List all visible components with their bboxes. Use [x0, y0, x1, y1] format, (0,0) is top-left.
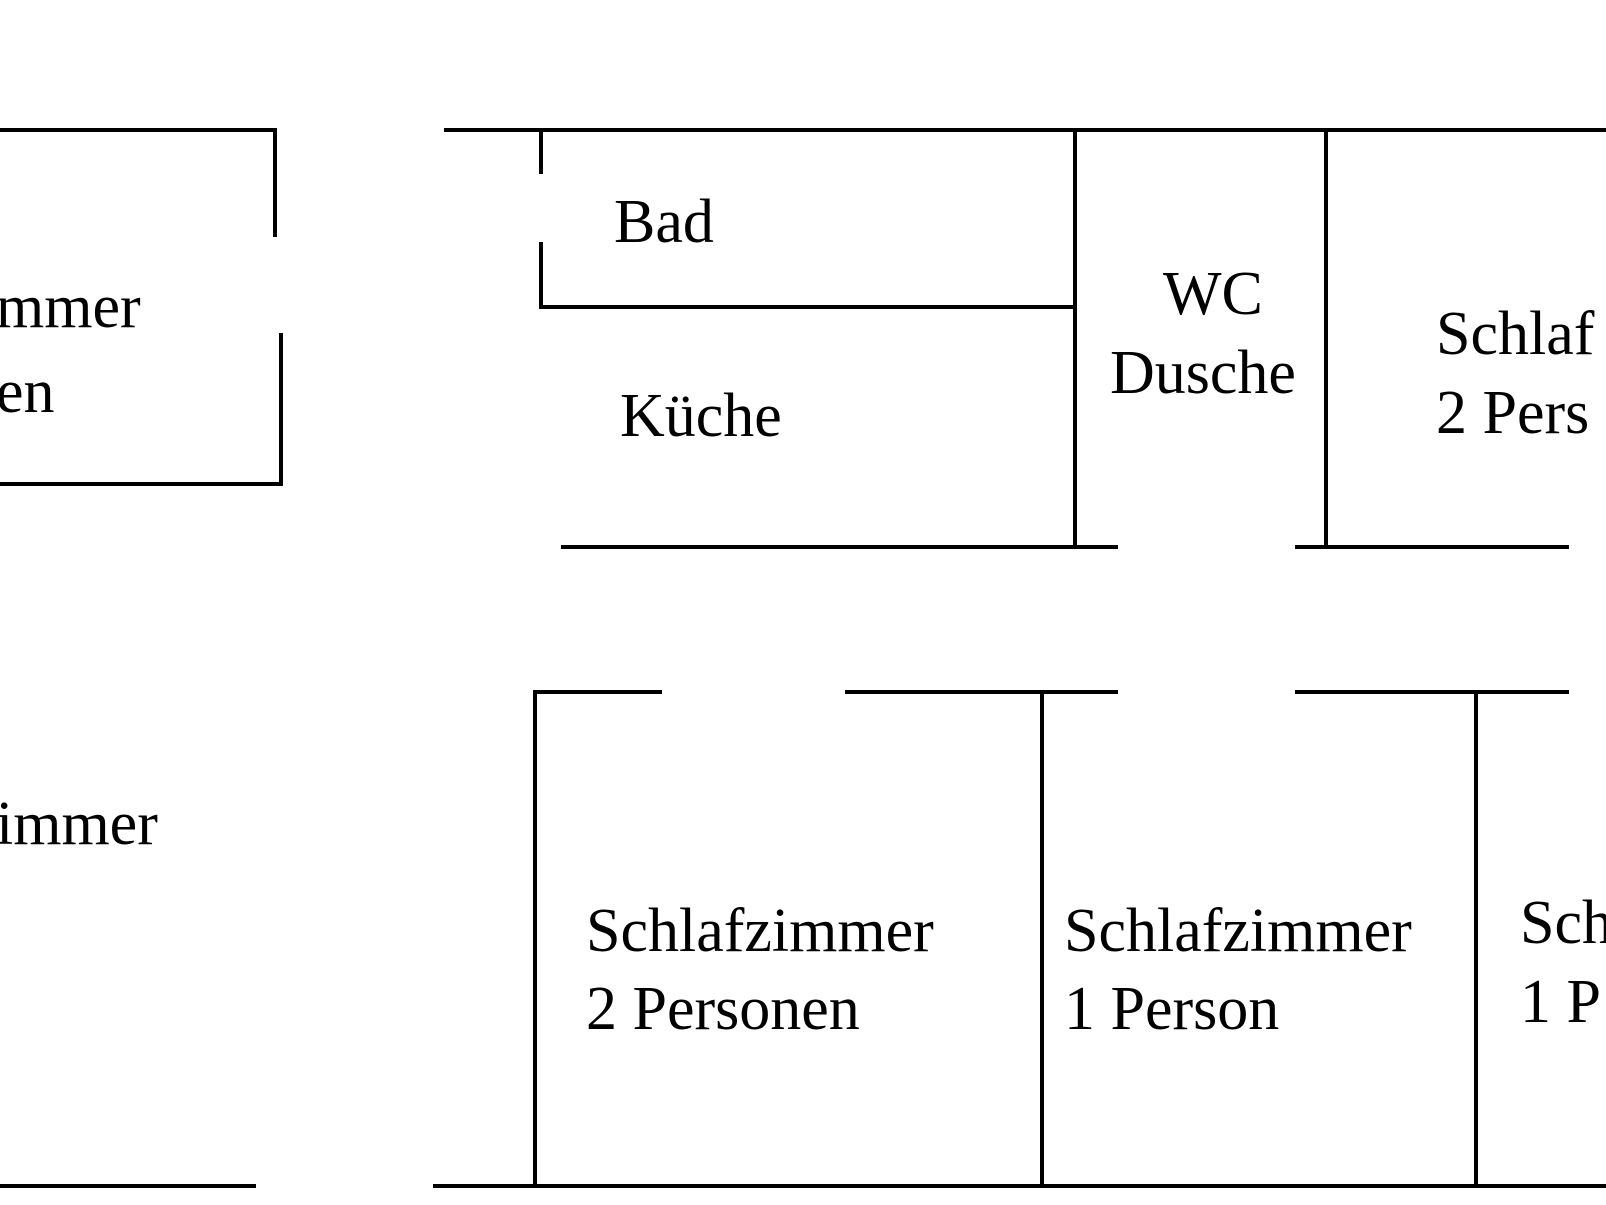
room-schlafzimmer-top-right: Schlaf 2 Pers — [1295, 300, 1595, 549]
room-schlaf-2p-line1: Schlafzimmer — [586, 897, 934, 965]
room-wc-dusche: WC Dusche — [1073, 128, 1328, 549]
room-schlaf-2p-line2: 2 Personen — [586, 975, 860, 1043]
room-left-bottom-line1: immer — [0, 790, 158, 858]
room-schlaf-bottom-right-line2: 1 P — [1520, 968, 1601, 1036]
room-kueche-label: Küche — [620, 382, 782, 450]
room-left-bottom: immer — [0, 790, 256, 1188]
room-schlaf-1p-line2: 1 Person — [1064, 975, 1279, 1043]
room-schlaf-1p-line1: Schlafzimmer — [1064, 897, 1412, 965]
room-schlafzimmer-2-personen: Schlafzimmer 2 Personen — [533, 690, 934, 1188]
room-left-top-line1: mmer — [0, 273, 141, 341]
room-left-top-line2: en — [0, 358, 55, 426]
room-bad-label: Bad — [614, 188, 714, 256]
room-kueche: Küche — [561, 382, 1118, 549]
room-dusche-label: Dusche — [1110, 339, 1296, 407]
room-schlaf-bottom-right-line1: Sch — [1520, 889, 1606, 957]
room-schlafzimmer-bottom-right: Sch 1 P — [1520, 889, 1606, 1036]
room-bad: Bad — [539, 128, 1077, 309]
room-schlaf-top-right-line1: Schlaf — [1436, 300, 1595, 368]
room-left-top: mmer en — [0, 128, 283, 486]
room-schlafzimmer-1-person: Schlafzimmer 1 Person — [1040, 690, 1478, 1188]
room-schlaf-top-right-line2: 2 Pers — [1436, 379, 1589, 447]
room-wc-label: WC — [1163, 260, 1263, 328]
